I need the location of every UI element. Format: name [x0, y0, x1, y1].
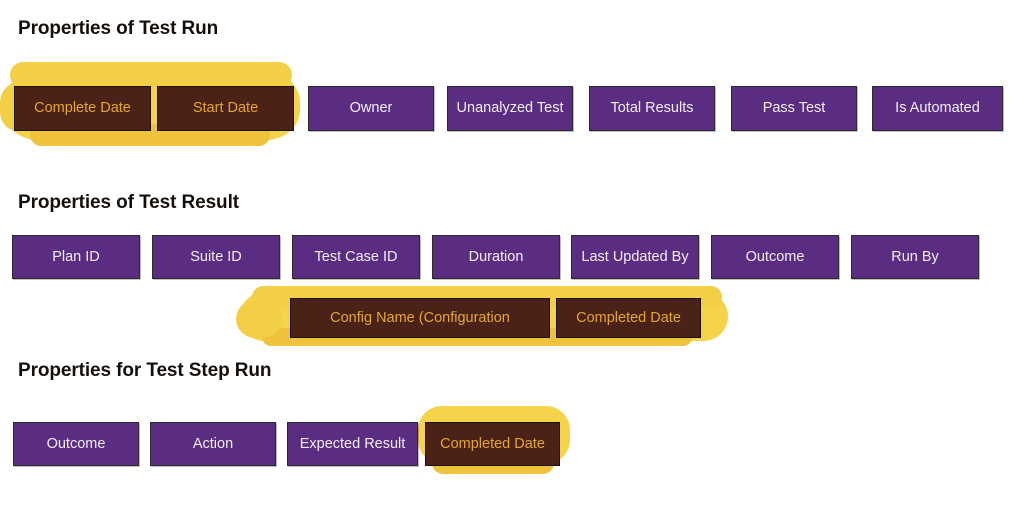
property-chip-completed-date-result[interactable]: Completed Date	[556, 298, 701, 338]
highlighter-stroke-test-run-b	[10, 62, 292, 88]
property-chip-label: Pass Test	[762, 100, 826, 117]
property-chip-owner[interactable]: Owner	[308, 86, 434, 131]
property-chip-label: Run By	[891, 248, 939, 265]
property-chip-total-results[interactable]: Total Results	[589, 86, 715, 131]
property-chip-unanalyzed-test[interactable]: Unanalyzed Test	[447, 86, 573, 131]
property-chip-label: Config Name (Configuration	[330, 309, 510, 326]
property-chip-label: Is Automated	[895, 100, 980, 117]
property-chip-label: Start Date	[192, 100, 259, 117]
property-chip-label: Plan ID	[52, 248, 100, 265]
property-chip-outcome-step[interactable]: Outcome	[13, 422, 139, 466]
property-chip-label: Unanalyzed Test	[456, 100, 564, 117]
property-chip-config-name[interactable]: Config Name (Configuration	[290, 298, 550, 338]
property-chip-label: Action	[192, 435, 234, 452]
property-chip-start-date[interactable]: Start Date	[157, 86, 294, 131]
property-chip-label: Suite ID	[190, 248, 242, 265]
property-chip-action[interactable]: Action	[150, 422, 276, 466]
property-chip-expected-result[interactable]: Expected Result	[287, 422, 418, 466]
property-chip-label: Completed Date	[440, 435, 545, 452]
property-chip-run-by[interactable]: Run By	[851, 235, 979, 279]
property-chip-plan-id[interactable]: Plan ID	[12, 235, 140, 279]
property-chip-label: Completed Date	[576, 309, 681, 326]
property-chip-label: Test Case ID	[314, 248, 398, 265]
property-chip-label: Total Results	[610, 100, 694, 117]
property-chip-label: Last Updated By	[581, 248, 689, 265]
property-chip-label: Outcome	[46, 435, 106, 452]
property-chip-suite-id[interactable]: Suite ID	[152, 235, 280, 279]
highlighter-stroke-test-result-d	[236, 300, 282, 338]
section-heading-test-result: Properties of Test Result	[18, 192, 239, 213]
property-chip-label: Complete Date	[34, 100, 131, 117]
property-chip-label: Expected Result	[299, 435, 406, 452]
section-heading-test-run: Properties of Test Run	[18, 18, 219, 39]
property-chip-is-automated[interactable]: Is Automated	[872, 86, 1003, 131]
section-heading-test-step-run: Properties for Test Step Run	[18, 360, 272, 381]
property-chip-label: Duration	[468, 248, 524, 265]
property-chip-test-case-id[interactable]: Test Case ID	[292, 235, 420, 279]
property-chip-label: Owner	[349, 100, 393, 117]
property-chip-completed-date-step[interactable]: Completed Date	[425, 422, 560, 466]
property-chip-label: Outcome	[745, 248, 805, 265]
property-chip-outcome-result[interactable]: Outcome	[711, 235, 839, 279]
property-chip-pass-test[interactable]: Pass Test	[731, 86, 857, 131]
property-chip-complete-date[interactable]: Complete Date	[14, 86, 151, 131]
property-chip-duration[interactable]: Duration	[432, 235, 560, 279]
property-chip-last-updated-by[interactable]: Last Updated By	[571, 235, 699, 279]
